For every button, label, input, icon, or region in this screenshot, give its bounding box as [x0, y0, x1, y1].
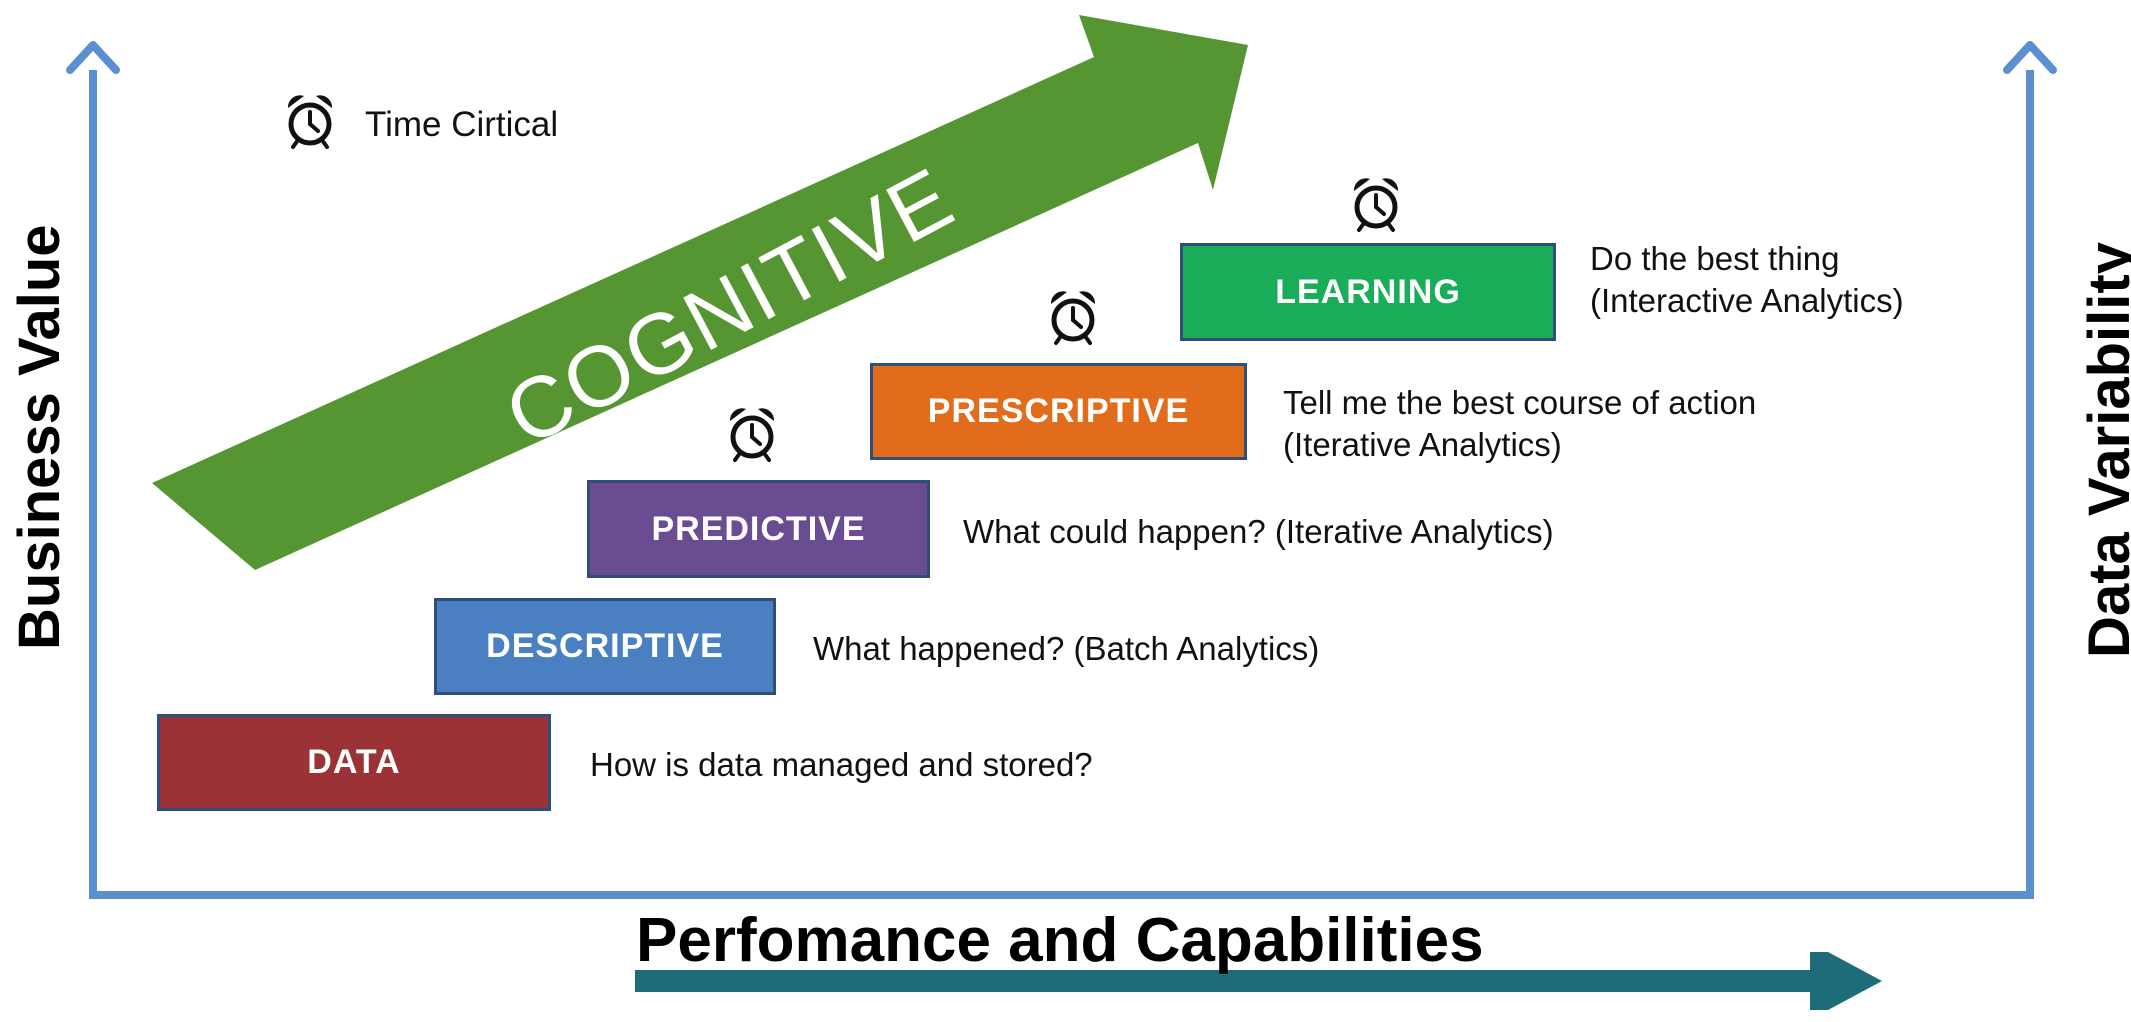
right-axis-arrowhead	[2003, 41, 2057, 74]
left-axis-line	[89, 70, 2034, 899]
left-axis-arrowhead	[66, 41, 120, 74]
y-axis-label-right: Data Variability	[2077, 242, 2131, 658]
y-axis-label-left: Business Value	[7, 224, 72, 650]
stage-description-learning-line2: (Interactive Analytics)	[1590, 282, 1904, 319]
stage-block-prescriptive: PRESCRIPTIVE	[870, 363, 1247, 460]
stage-label-prescriptive: PRESCRIPTIVE	[927, 392, 1190, 430]
stage-description-prescriptive-line2: (Iterative Analytics)	[1283, 426, 1562, 463]
x-axis-arrow	[635, 952, 1882, 1010]
stage-block-descriptive: DESCRIPTIVE	[434, 598, 776, 695]
learning-alarm-clock-icon	[1354, 178, 1398, 230]
prescriptive-alarm-clock-icon	[1051, 291, 1095, 343]
predictive-alarm-clock-icon	[730, 408, 774, 460]
legend-text: Time Cirtical	[365, 105, 559, 144]
stage-description-descriptive: What happened? (Batch Analytics)	[813, 630, 1320, 667]
axes-frame	[66, 41, 2057, 899]
cognitive-arrow	[152, 15, 1248, 570]
stage-description-predictive: What could happen? (Iterative Analytics)	[963, 513, 1554, 550]
stage-label-predictive: PREDICTIVE	[651, 509, 866, 548]
stage-description-prescriptive-line1: Tell me the best course of action	[1283, 384, 1757, 421]
stage-label-descriptive: DESCRIPTIVE	[486, 627, 724, 665]
stage-description-data: How is data managed and stored?	[590, 746, 1093, 783]
stage-description-learning-line1: Do the best thing	[1590, 240, 1840, 277]
legend-alarm-clock-icon	[288, 95, 332, 147]
stage-label-learning: LEARNING	[1275, 272, 1461, 311]
stage-block-predictive: PREDICTIVE	[587, 480, 930, 578]
x-axis-label: Perfomance and Capabilities	[636, 906, 1484, 975]
stage-block-learning: LEARNING	[1180, 243, 1556, 341]
stage-label-data: DATA	[307, 743, 401, 781]
stage-block-data: DATA	[157, 714, 551, 811]
